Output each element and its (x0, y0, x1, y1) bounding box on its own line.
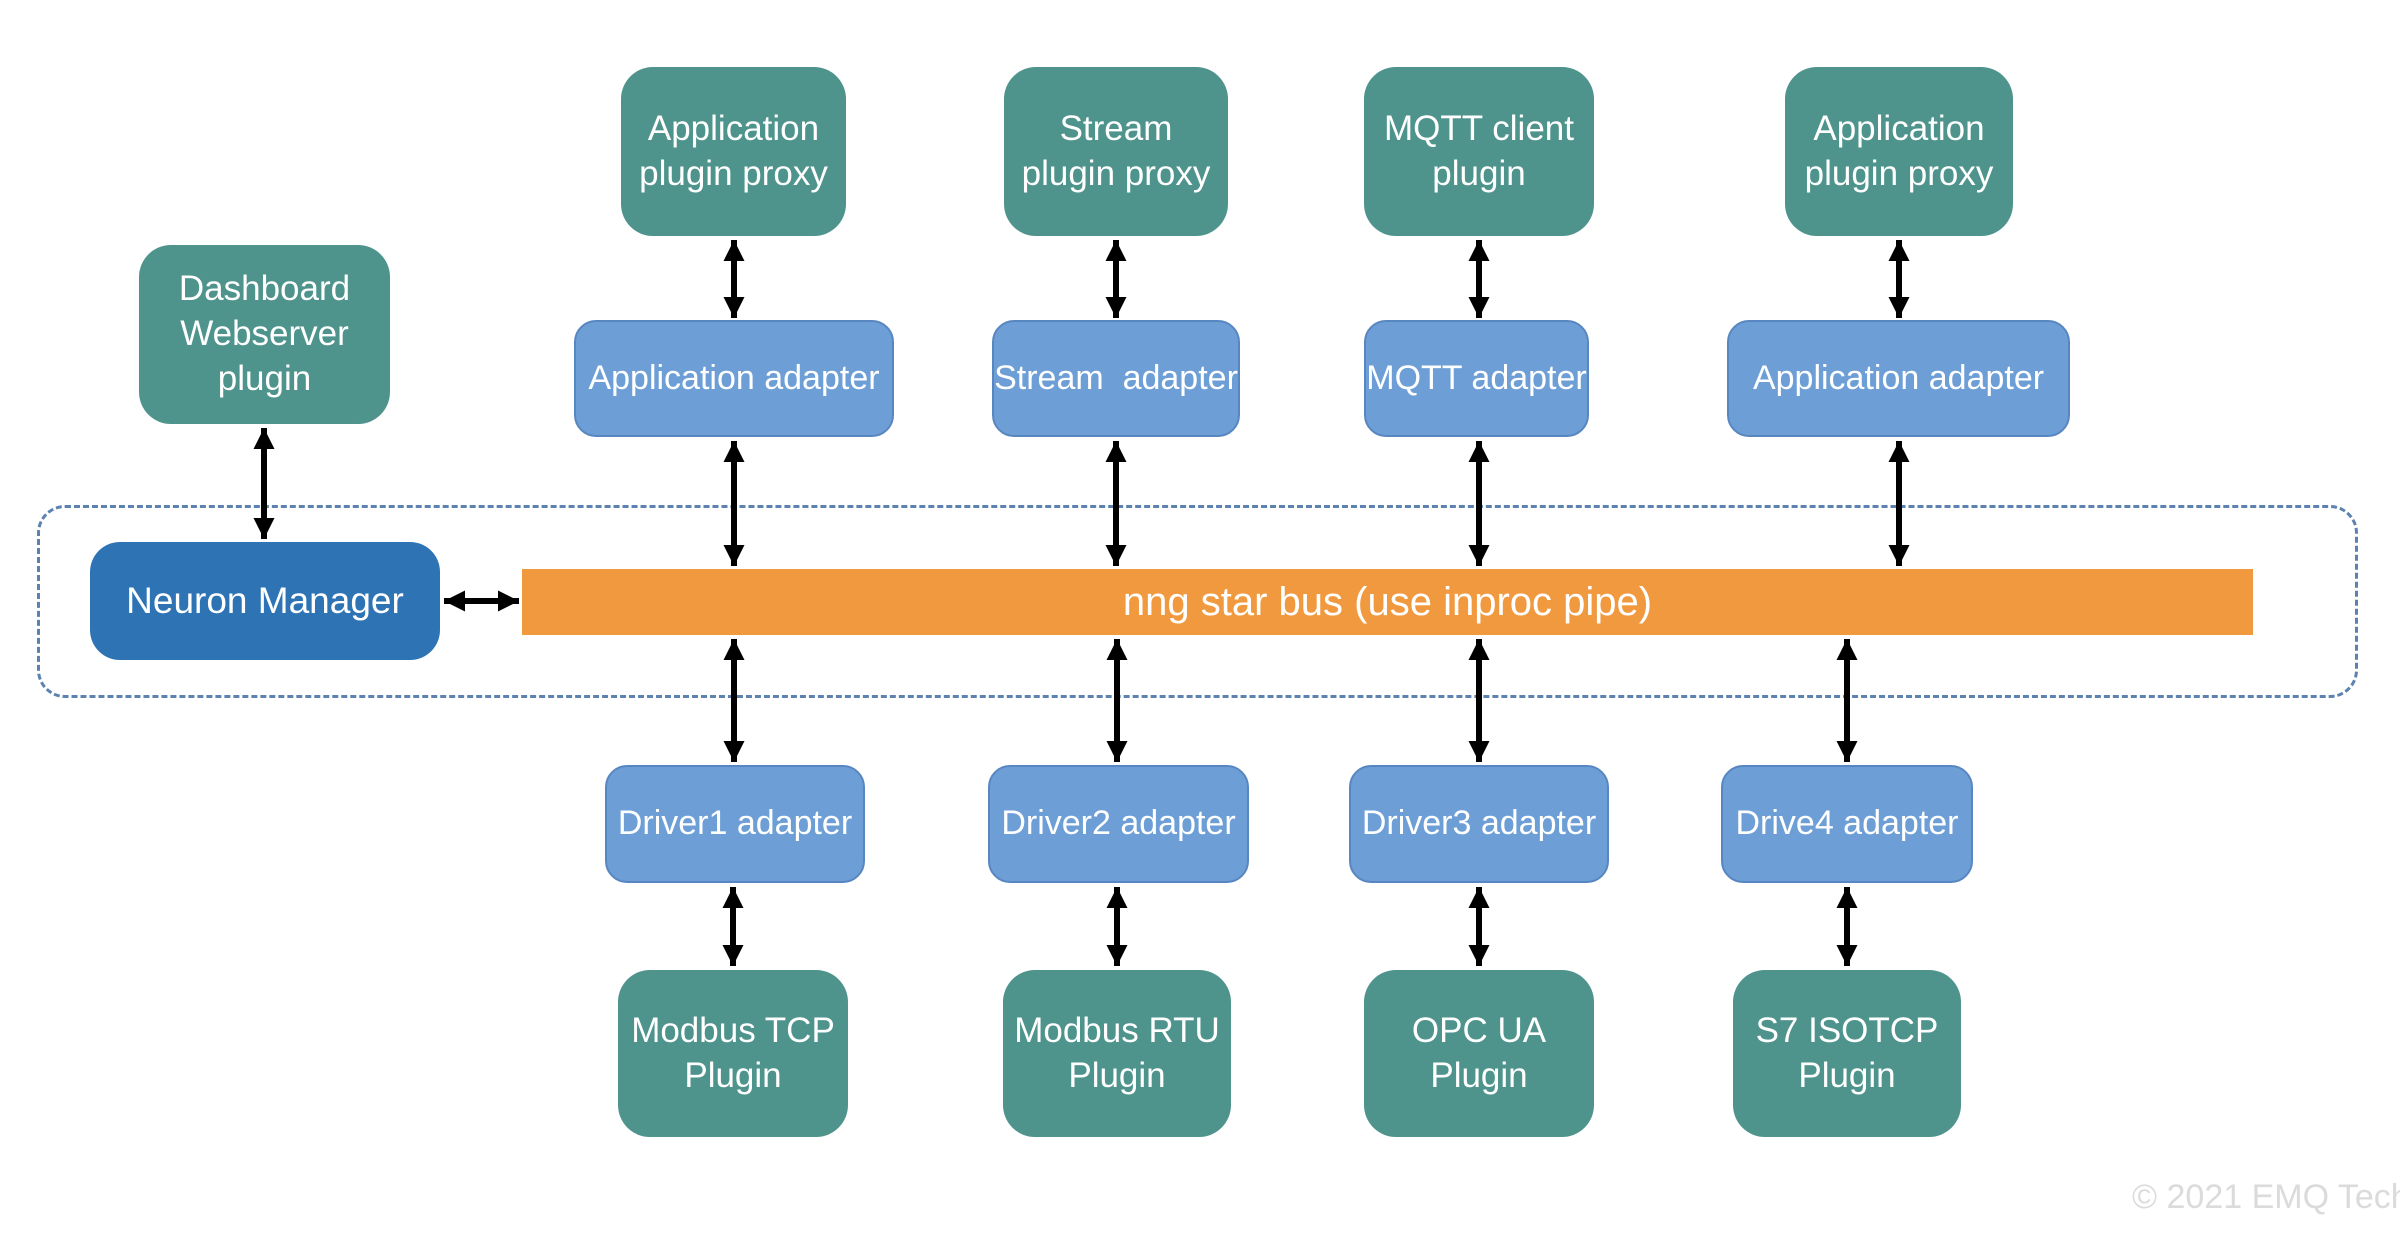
node-dashboard-webserver-plugin: Dashboard Webserver plugin (139, 245, 390, 424)
node-modbus-rtu-plugin: Modbus RTU Plugin (1003, 970, 1231, 1137)
node-mqtt-adapter: MQTT adapter (1364, 320, 1589, 437)
node-application-adapter-1: Application adapter (574, 320, 894, 437)
node-application-plugin-proxy-1: Application plugin proxy (621, 67, 846, 236)
node-application-plugin-proxy-2: Application plugin proxy (1785, 67, 2013, 236)
node-driver1-adapter: Driver1 adapter (605, 765, 865, 883)
node-driver3-adapter: Driver3 adapter (1349, 765, 1609, 883)
node-neuron-manager: Neuron Manager (90, 542, 440, 660)
node-stream-adapter: Stream adapter (992, 320, 1240, 437)
node-driver2-adapter: Driver2 adapter (988, 765, 1249, 883)
node-modbus-tcp-plugin: Modbus TCP Plugin (618, 970, 848, 1137)
node-drive4-adapter: Drive4 adapter (1721, 765, 1973, 883)
watermark: © 2021 EMQ Techn (2132, 1178, 2400, 1216)
neuron-core-dashed-boundary (37, 505, 2358, 698)
node-application-adapter-2: Application adapter (1727, 320, 2070, 437)
nng-star-bus: nng star bus (use inproc pipe) (522, 569, 2253, 635)
node-opc-ua-plugin: OPC UA Plugin (1364, 970, 1594, 1137)
node-s7-isotcp-plugin: S7 ISOTCP Plugin (1733, 970, 1961, 1137)
node-mqtt-client-plugin: MQTT client plugin (1364, 67, 1594, 236)
node-stream-plugin-proxy: Stream plugin proxy (1004, 67, 1228, 236)
